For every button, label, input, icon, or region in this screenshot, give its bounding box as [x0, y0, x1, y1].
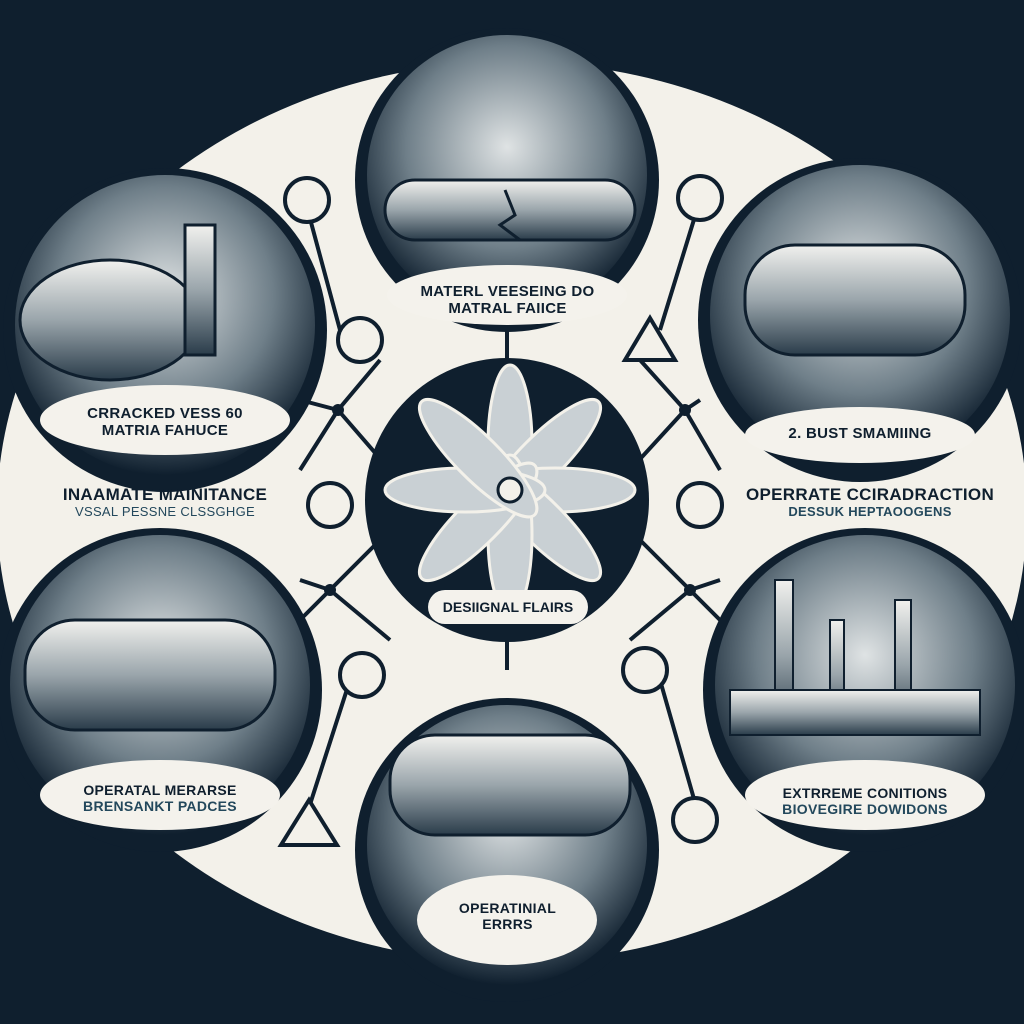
- center-label: DESIIGNAL FLAIRS: [428, 590, 588, 624]
- caption-line: OPERATAL MERARSE: [83, 782, 237, 798]
- small-icons: [277, 174, 724, 847]
- caption-line: 2. BUST SMAMIING: [788, 425, 932, 442]
- side-label-subtitle: DESSUK HEPTAOOGENS: [788, 503, 952, 519]
- cracked-tank-icon: [383, 178, 637, 242]
- side-label-title: OPERRATE CCIRADRACTION: [745, 485, 995, 504]
- caption-top: MATERL VEESEING DO MATRAL FAIICE: [400, 283, 615, 318]
- node-top-right: [698, 158, 1022, 482]
- caption-line: MATRIA FAHUCE: [101, 422, 229, 440]
- caption-line: MATRAL FAIICE: [448, 300, 567, 318]
- refinery-icon: [729, 579, 981, 736]
- caption-line: CRRACKED VESS 60: [87, 405, 243, 422]
- flame-icon: [671, 796, 719, 844]
- warning-icon: [277, 796, 341, 847]
- ear-icon: [283, 176, 331, 224]
- lightbulb-icon: [306, 481, 354, 529]
- helmet-icon: [621, 646, 669, 694]
- node-top: [355, 28, 659, 332]
- node-bottom-left: [0, 528, 322, 852]
- tank-icon: [388, 733, 632, 837]
- side-label-left: INAAMATE MAINITANCE VSSAL PESSNE CLSSGHG…: [20, 485, 310, 519]
- leaking-pipe-icon: [743, 243, 967, 357]
- caption-bottom-right: EXTRREME CONITIONS BIOVEGIRE DOWIDONS: [760, 785, 970, 817]
- caption-bottom: OPERATINIAL ERRRS: [430, 900, 585, 932]
- tools-icon: [336, 316, 384, 364]
- caption-bottom-left: OPERATAL MERARSE BRENSANKT PADCES: [50, 782, 270, 814]
- gauge-icon: [338, 651, 386, 699]
- caption-line: EXTRREME CONITIONS: [782, 785, 948, 801]
- node-center: [365, 358, 649, 642]
- caption-line: MATERL VEESEING DO: [420, 283, 595, 300]
- node-bottom-right: [703, 528, 1024, 852]
- warning-icon: [621, 314, 679, 362]
- caption-line: BIOVEGIRE DOWIDONS: [782, 801, 948, 818]
- side-label-subtitle: VSSAL PESSNE CLSSGHGE: [75, 503, 255, 519]
- caption-top-right: 2. BUST SMAMIING: [760, 425, 960, 442]
- node-bottom: [355, 698, 659, 1002]
- caption-line: BRENSANKT PADCES: [83, 798, 237, 815]
- node-top-left: [3, 168, 327, 492]
- caption-line: OPERATINIAL: [458, 900, 557, 916]
- caption-top-left: CRRACKED VESS 60 MATRIA FAHUCE: [60, 405, 270, 440]
- side-label-right: OPERRATE CCIRADRACTION DESSUK HEPTAOOGEN…: [720, 485, 1020, 519]
- flower-icon: [383, 363, 637, 617]
- caption-line: ERRRS: [482, 916, 533, 933]
- side-label-title: INAAMATE MAINITANCE: [62, 485, 268, 504]
- hazmat-icon: [676, 481, 724, 529]
- flame-icon: [676, 174, 724, 222]
- tank-worker-icon: [18, 258, 202, 382]
